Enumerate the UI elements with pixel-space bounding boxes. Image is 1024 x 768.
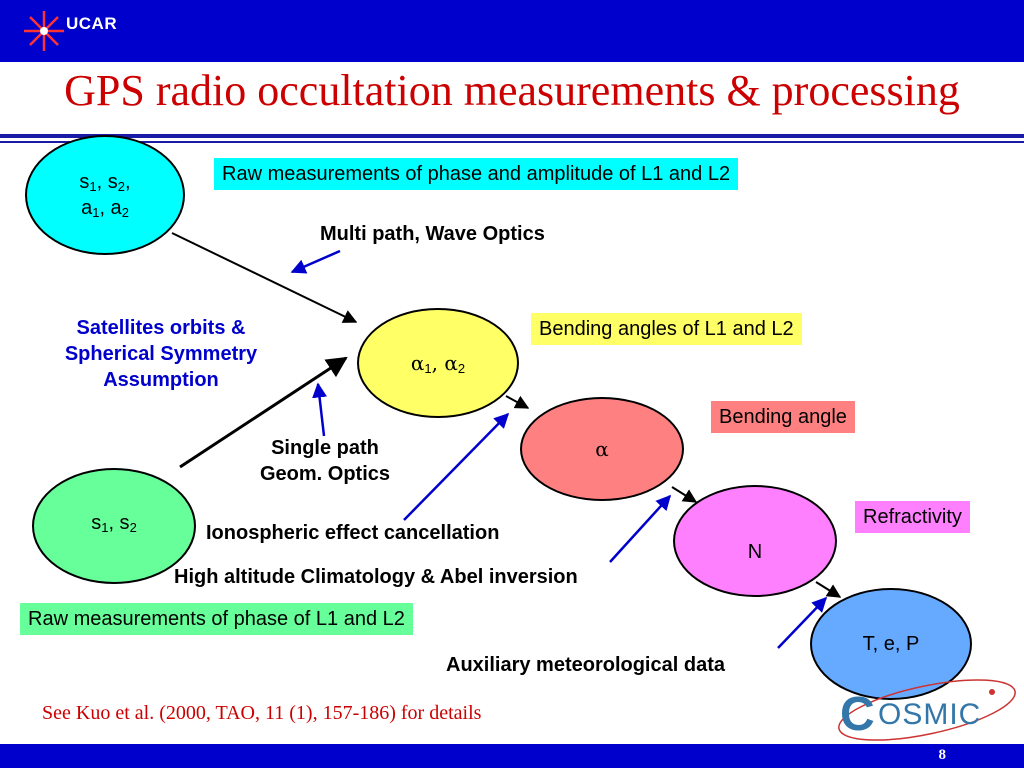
label-high-altitude: High altitude Climatology & Abel inversi… bbox=[174, 566, 578, 588]
cosmic-orbit-icon: C bbox=[838, 679, 1016, 741]
title-rule bbox=[0, 134, 1024, 138]
arrow-auxiliary bbox=[777, 596, 828, 649]
node-raw-phase-amplitude: s1, s2, a1, a2 bbox=[25, 135, 185, 255]
node-tep-text: T, e, P bbox=[862, 633, 920, 655]
box-bending-angles-l1l2: Bending angles of L1 and L2 bbox=[531, 313, 802, 345]
arrow-l1l2-to-bending bbox=[505, 395, 530, 409]
svg-text:C: C bbox=[840, 688, 875, 741]
node-raw-phase-amplitude-text: s1, s2, a1, a2 bbox=[79, 171, 131, 220]
title-rule-thin bbox=[0, 141, 1024, 143]
node-raw-phase: s1, s2 bbox=[32, 468, 196, 584]
bottom-banner: 8 bbox=[0, 744, 1024, 768]
ucar-star-icon bbox=[24, 11, 64, 51]
arrow-bending-to-refractivity bbox=[671, 486, 698, 503]
node-tep: T, e, P bbox=[810, 588, 972, 700]
arrow-refractivity-to-tep bbox=[815, 581, 842, 598]
node-bending-angle-text: α bbox=[595, 437, 609, 461]
label-multipath: Multi path, Wave Optics bbox=[320, 223, 545, 245]
arrow-satellites bbox=[312, 382, 327, 437]
arrow-raw-to-bending-l1l2 bbox=[171, 232, 358, 323]
page-title: GPS radio occultation measurements & pro… bbox=[64, 66, 960, 115]
label-satellites-line3: Assumption bbox=[103, 369, 219, 391]
arrow-phase-to-bending-l1l2 bbox=[179, 356, 348, 469]
label-ionospheric: Ionospheric effect cancellation bbox=[206, 522, 500, 544]
label-satellites-line2: Spherical Symmetry bbox=[64, 343, 258, 365]
box-bending-angle: Bending angle bbox=[711, 401, 855, 433]
ucar-logo: UCAR bbox=[22, 8, 142, 54]
node-refractivity: N bbox=[673, 485, 837, 597]
label-single-path-line1: Single path bbox=[271, 437, 379, 459]
label-single-path-line2: Geom. Optics bbox=[259, 463, 391, 485]
arrow-multipath bbox=[290, 249, 341, 274]
label-satellites-line1: Satellites orbits & bbox=[76, 317, 246, 339]
box-refractivity: Refractivity bbox=[855, 501, 970, 533]
ucar-logo-text: UCAR bbox=[66, 14, 118, 33]
page-number: 8 bbox=[938, 747, 947, 763]
top-banner: UCAR bbox=[0, 0, 1024, 62]
label-single-path: Single path Geom. Optics bbox=[230, 435, 420, 487]
arrow-high-altitude bbox=[609, 494, 672, 563]
node-bending-angles-l1l2-text: α1, α2 bbox=[410, 350, 466, 376]
label-auxiliary: Auxiliary meteorological data bbox=[446, 654, 725, 676]
box-raw-phase-amplitude: Raw measurements of phase and amplitude … bbox=[214, 158, 739, 190]
node-refractivity-text: N bbox=[747, 541, 763, 563]
cosmic-logo-text: OSMIC bbox=[878, 698, 982, 731]
box-raw-phase: Raw measurements of phase of L1 and L2 bbox=[20, 603, 413, 635]
label-satellites: Satellites orbits & Spherical Symmetry A… bbox=[30, 315, 292, 393]
node-bending-angles-l1l2: α1, α2 bbox=[357, 308, 519, 418]
reference-note: See Kuo et al. (2000, TAO, 11 (1), 157-1… bbox=[42, 702, 482, 724]
node-raw-phase-text: s1, s2 bbox=[91, 512, 137, 535]
arrow-ionospheric bbox=[403, 412, 510, 521]
node-bending-angle: α bbox=[520, 397, 684, 501]
cosmic-logo: C OSMIC bbox=[832, 672, 1022, 742]
